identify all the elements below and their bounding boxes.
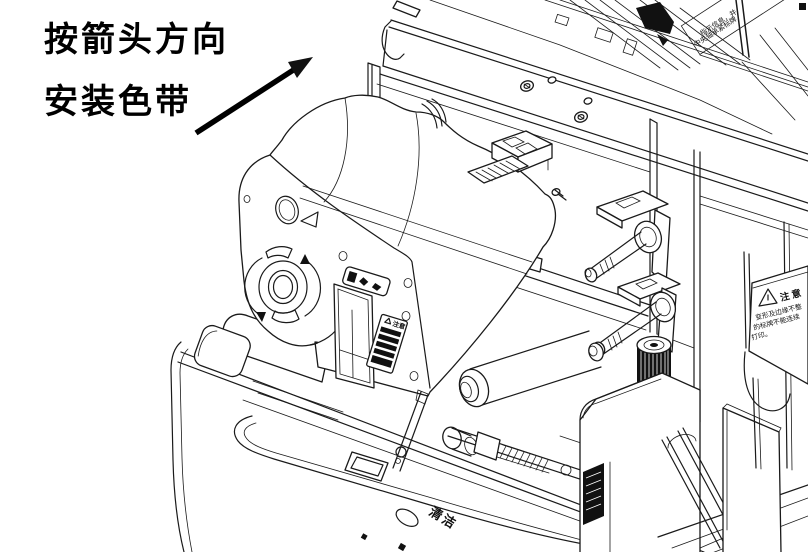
cassette-contact-pad (468, 156, 528, 183)
casing-pocket (345, 452, 388, 481)
bumper-pad (192, 323, 253, 380)
upper-spindle (583, 232, 646, 283)
lid-label-text: 指示信息，并 中央轴承紧标牌 (692, 7, 738, 48)
spindle-flange (647, 289, 680, 325)
cassette-window (334, 284, 374, 388)
clean-marking: 清洁 (393, 504, 460, 532)
right-housing-block (580, 373, 700, 552)
instruction-line-2: 安装色带 (44, 84, 192, 121)
spindle-flange (630, 218, 665, 257)
guide-plate (723, 404, 781, 552)
screw-hole-icon (547, 76, 556, 84)
bar-screws (519, 76, 592, 124)
warning-triangle-icon (759, 289, 777, 306)
black-info-label (583, 463, 604, 525)
right-caution-area: 注 意 变形及边缘不整 的标牌不能连续 打印。 (744, 222, 808, 470)
clean-text: 清洁 (426, 504, 459, 532)
block-icon (346, 270, 358, 283)
base-and-casing: 清洁 (171, 314, 704, 552)
screw-hole-icon (583, 97, 592, 105)
guide-stub (440, 425, 479, 457)
caution-plate: 注 意 变形及边缘不整 的标牌不能连续 打印。 (749, 266, 808, 384)
warning-triangle-icon (385, 317, 392, 324)
locator-pin (551, 188, 566, 200)
cassette-caution-label: 注意 (366, 314, 408, 374)
winding-wheel (245, 247, 321, 323)
top-bar (368, 1, 808, 211)
ribbon-roll-edge (422, 99, 446, 128)
instruction-line-1: 按箭头方向 (44, 22, 229, 59)
bottom-right-structures (658, 404, 808, 552)
rotation-arrows-icon (245, 254, 321, 322)
cassette-screw-holes (244, 196, 418, 381)
supply-hole (272, 193, 302, 226)
roller-mechanism (393, 331, 648, 500)
open-lid-interior (430, 0, 808, 134)
ribbon-cassette: 注意 (239, 95, 566, 396)
casing-groove (234, 416, 640, 552)
arrows-icon (371, 283, 382, 291)
cassette-slot-label (342, 266, 391, 297)
rear-roller-cap (587, 341, 606, 362)
star-icon (359, 277, 369, 286)
tension-spring (474, 432, 620, 475)
release-lever (393, 390, 428, 471)
lid-black-wedge (636, 2, 674, 34)
direction-arrow (196, 57, 313, 133)
arrow-marker-icon (301, 212, 318, 227)
